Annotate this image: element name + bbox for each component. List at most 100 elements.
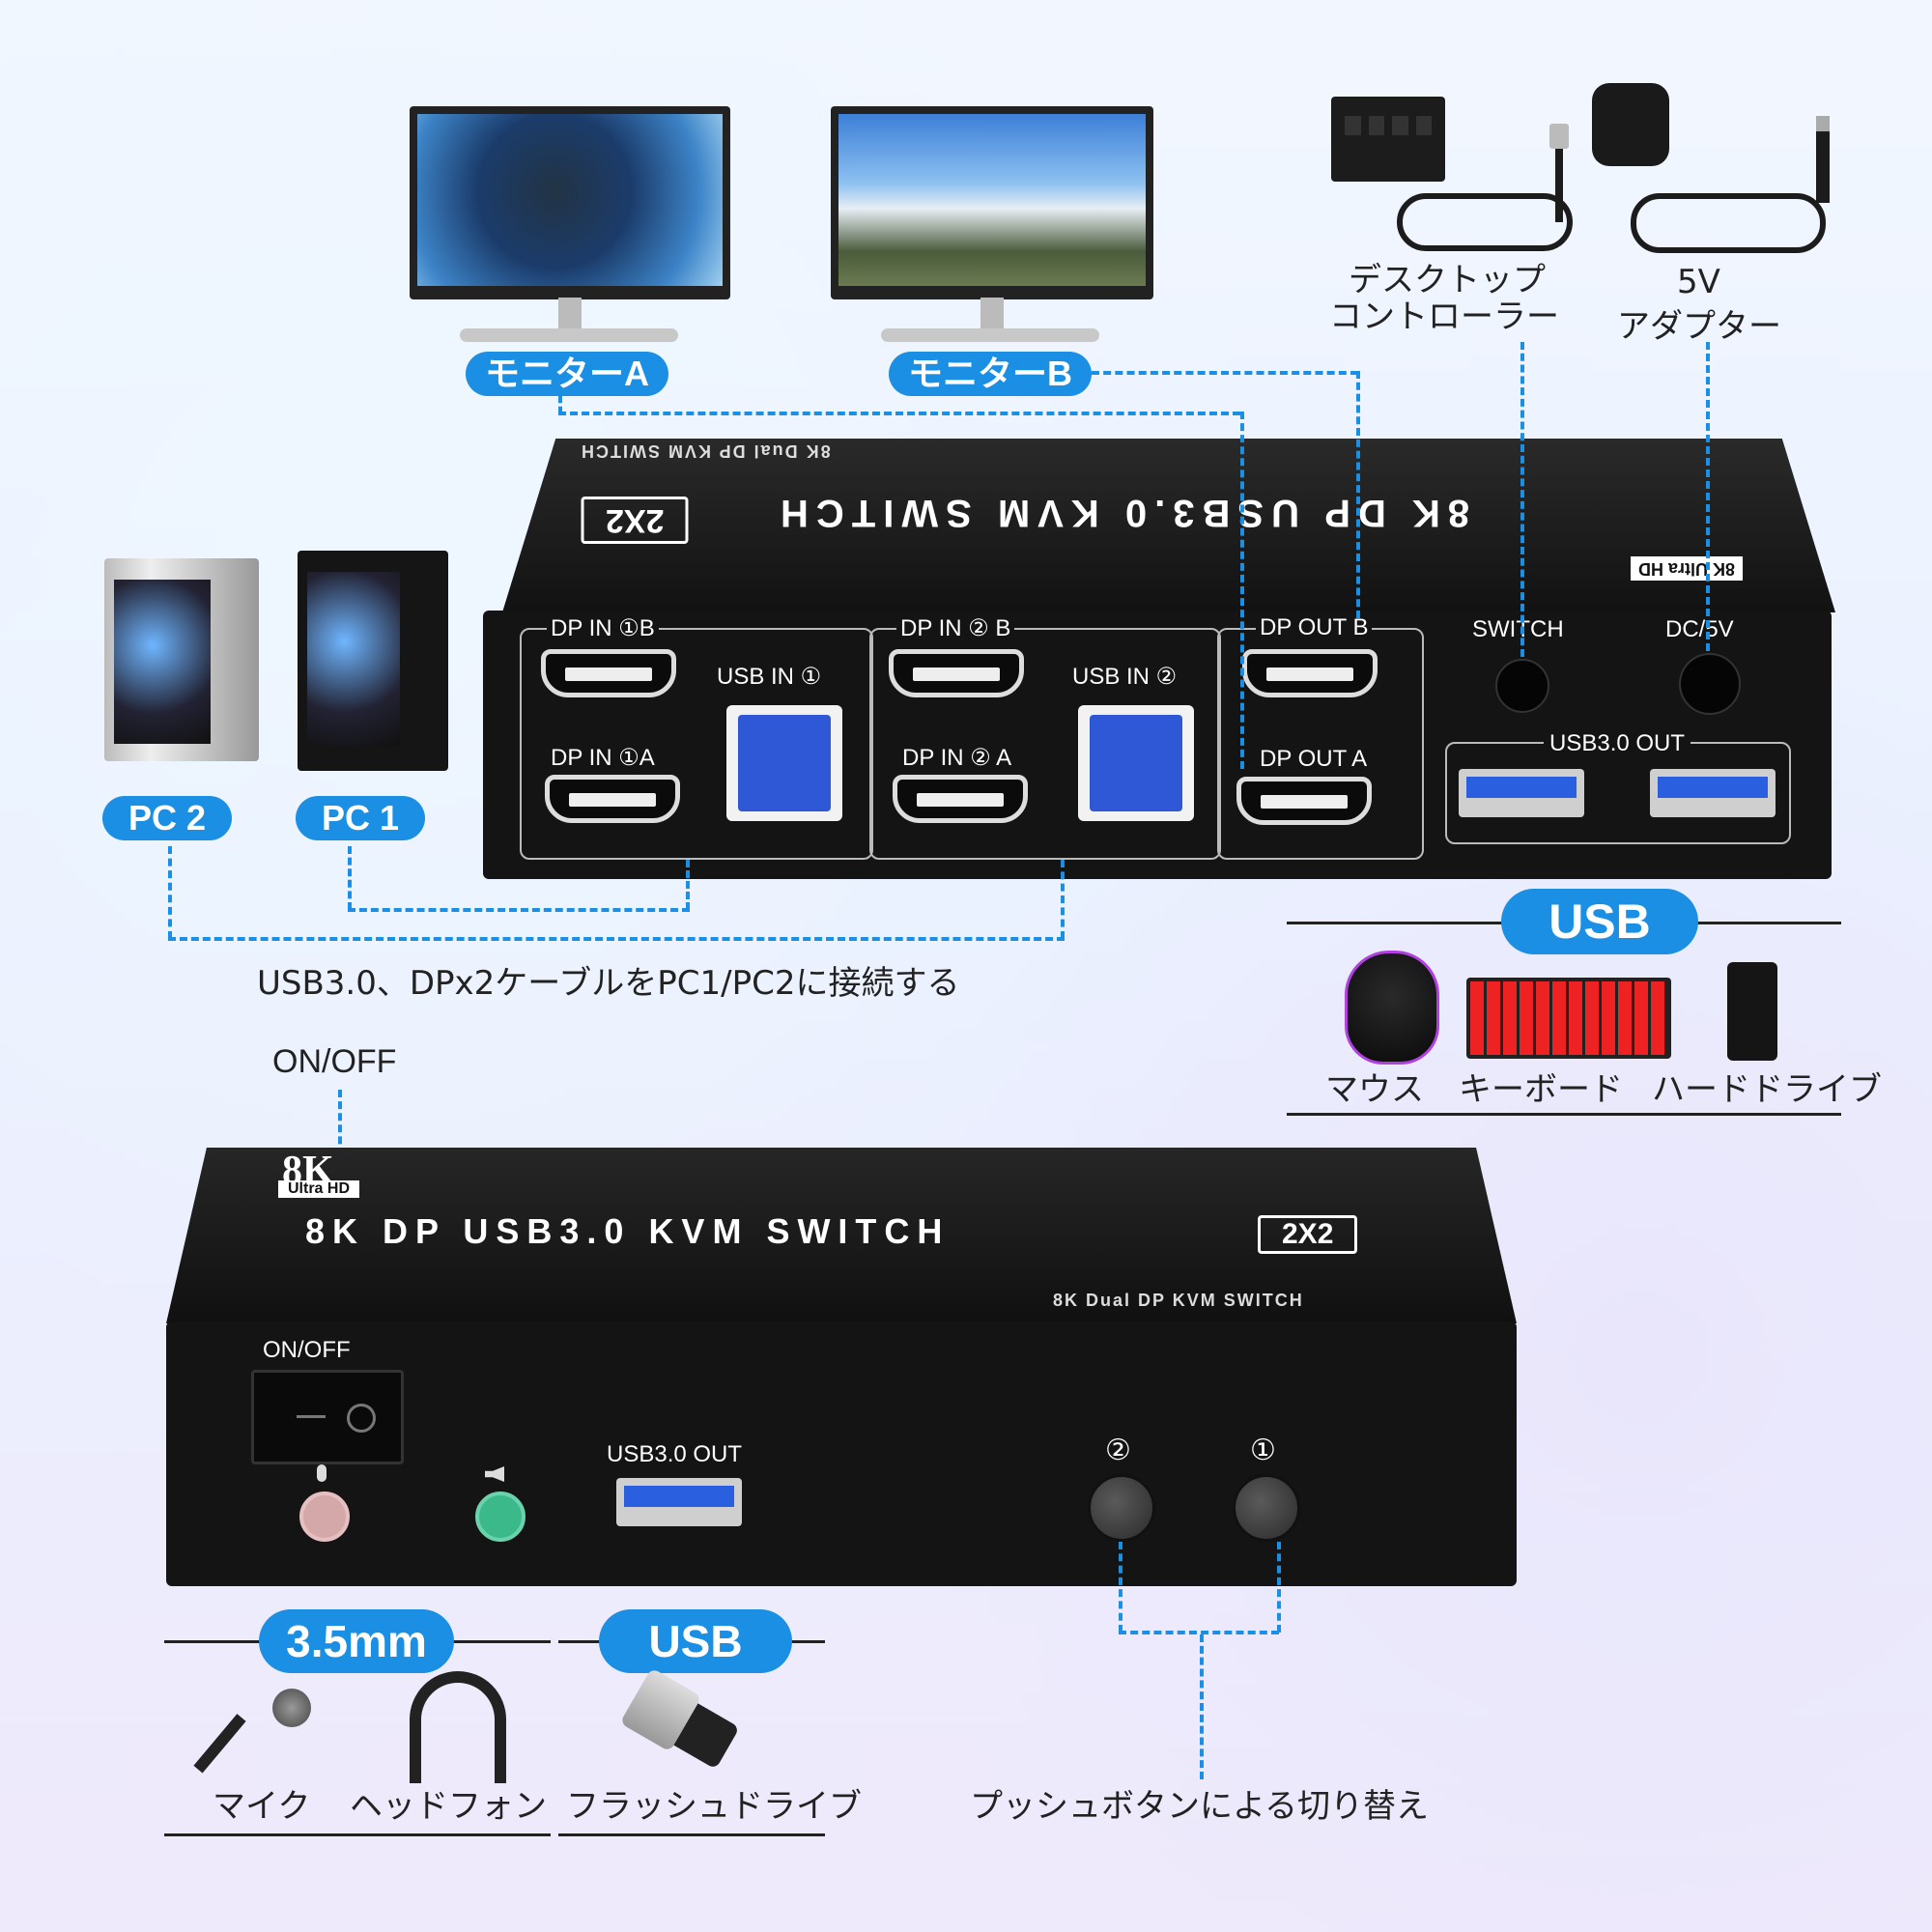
port-usb-out-1[interactable] [1459,769,1584,817]
bottom-device-subtitle: 8K Dual DP KVM SWITCH [1053,1291,1304,1310]
rocker-off-mark [297,1415,326,1418]
push-button-caption: プッシュボタンによる切り替え [970,1787,1429,1826]
usb-plug-icon [1549,124,1569,149]
line-button-2-down [1119,1542,1122,1633]
power-adapter-image [1592,83,1669,166]
top-device-title: 8K DP USB3.0 KVM SWITCH [773,492,1470,534]
flash-drive-cap [619,1667,702,1752]
bottom-usb3-out-label: USB3.0 OUT [607,1441,743,1467]
port-group-2 [869,628,1221,860]
power-rocker-switch[interactable] [251,1370,404,1464]
label-usb3-out-top: USB3.0 OUT [1544,730,1691,757]
label-dp-out-b: DP OUT B [1256,614,1373,641]
mouse-image [1345,951,1439,1065]
port-dp-out-a[interactable] [1236,777,1372,825]
monitor-a-label: モニターA [466,352,668,396]
monitor-b-screen [838,114,1146,286]
bottom-ultra-hd: Ultra HD [278,1180,360,1198]
port-group-1 [520,628,873,860]
onoff-callout: ON/OFF [272,1043,397,1080]
desktop-controller-label-line2: コントローラー [1329,298,1559,336]
label-usb-in-2: USB IN ② [1072,664,1178,690]
usb2-section-bottom-rule [558,1833,825,1836]
audio-item-headphone: ヘッドフォン [350,1787,547,1826]
line-pc2-up [1061,860,1065,939]
audio-section-title: 3.5mm [259,1609,454,1673]
usb-item-keyboard: キーボード [1459,1070,1623,1109]
monitor-a-neck [558,298,582,332]
top-device-subtitle: 8K Dual DP KVM SWITCH [580,441,831,461]
label-dp-in-1a: DP IN ①A [551,745,655,771]
dc-plug-tip [1816,116,1830,131]
line-monitor-a-to-out [1240,412,1244,769]
headphone-jack[interactable] [475,1492,526,1542]
port-dp-in-1a[interactable] [545,775,680,823]
line-controller-to-switch [1520,342,1524,657]
bottom-device-badge: 2X2 [1258,1215,1358,1254]
line-pc2-across [168,937,1065,941]
port-usb-in-2[interactable] [1078,705,1194,821]
controller-cable [1397,193,1573,251]
label-dc-5v: DC/5V [1665,616,1734,642]
mic-icon [317,1464,327,1482]
rocker-on-mark [347,1404,376,1433]
adapter-label-line1: 5V [1677,263,1720,301]
label-dp-out-a: DP OUT A [1260,746,1368,772]
controller-cable-lead [1555,145,1563,222]
port-dp-in-2b[interactable] [889,649,1024,697]
adapter-label-line2: アダプター [1617,307,1781,346]
controller-keys [1345,116,1432,135]
line-monitor-b-across [1092,371,1358,375]
usb-section-title: USB [1501,889,1698,954]
port-dp-out-b[interactable] [1242,649,1378,697]
pc2-glass [114,580,211,744]
adapter-cable [1631,193,1826,253]
push-button-1[interactable] [1233,1474,1300,1542]
line-adapter-to-dc [1706,342,1710,651]
top-device-lid [502,439,1835,612]
line-monitor-b-to-out [1356,371,1360,618]
desktop-controller-label-line1: デスクトップ [1349,261,1546,299]
top-device-8k-logo: 8K Ultra HD [1631,556,1744,581]
monitor-b-stand [881,328,1099,342]
audio-section-bottom-rule [164,1833,551,1836]
monitor-b-label: モニターB [889,352,1092,396]
headphones-image [410,1671,506,1783]
dc-jack[interactable] [1679,653,1741,715]
pc2-image [104,558,259,761]
connection-caption: USB3.0、DPx2ケーブルをPC1/PC2に接続する [257,964,960,1003]
label-switch: SWITCH [1472,616,1564,642]
line-monitor-a-across [558,412,1240,415]
dc-plug-icon [1816,126,1830,203]
usb-section-bottom-rule [1287,1113,1841,1116]
pc1-image [298,551,448,771]
line-pc1-across [348,908,690,912]
onoff-panel-label: ON/OFF [263,1337,351,1363]
switch-jack[interactable] [1495,659,1549,713]
hard-drive-image [1727,962,1777,1061]
mic-jack[interactable] [299,1492,350,1542]
line-buttons-across [1119,1631,1279,1634]
desktop-controller-image [1331,97,1445,182]
monitor-a-screen [417,114,723,286]
line-monitor-a-down [558,396,562,413]
monitor-a-image [410,106,730,299]
port-dp-in-1b[interactable] [541,649,676,697]
pc2-label: PC 2 [102,796,232,840]
bottom-device-title: 8K DP USB3.0 KVM SWITCH [305,1211,951,1251]
label-dp-in-1b: DP IN ①B [547,614,659,642]
line-buttons-to-caption [1200,1634,1204,1779]
port-dp-in-2a[interactable] [893,775,1028,823]
push-button-2[interactable] [1088,1474,1155,1542]
bottom-usb-out-port[interactable] [616,1478,742,1526]
monitor-b-neck [980,298,1004,332]
microphone-image [193,1689,313,1785]
pc1-label: PC 1 [296,796,425,840]
button-2-label: ② [1105,1435,1131,1466]
line-pc1-up [686,860,690,910]
line-pc2-down [168,846,172,939]
port-usb-in-1[interactable] [726,705,842,821]
port-usb-out-2[interactable] [1650,769,1776,817]
mic-handle [193,1714,246,1774]
usb-item-hard-drive: ハードドライブ [1652,1070,1882,1109]
